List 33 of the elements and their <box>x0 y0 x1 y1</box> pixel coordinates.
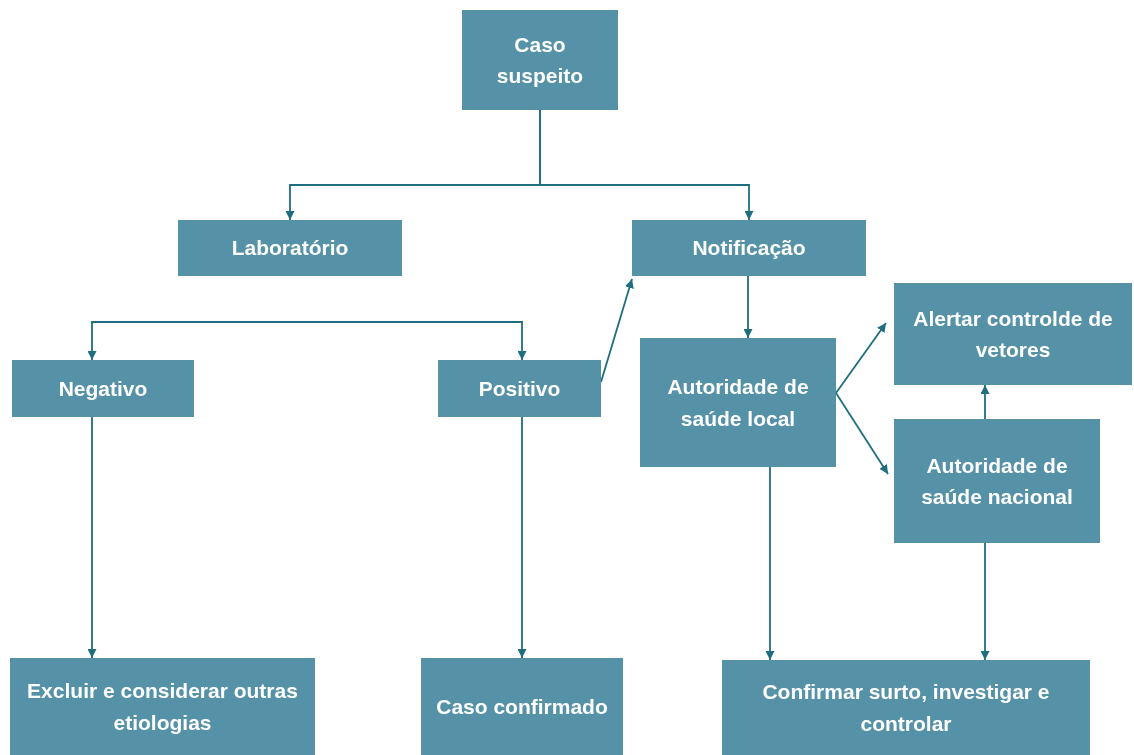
box-label: Autoridade de saúde local <box>666 374 810 432</box>
arrow <box>980 542 990 661</box>
arrow <box>87 321 308 361</box>
process-box <box>894 283 1132 385</box>
arrow <box>87 416 97 659</box>
arrow <box>835 322 887 394</box>
arrow <box>980 384 990 420</box>
box-label: Alertar controlde de vetores <box>912 305 1114 363</box>
process-box <box>178 220 402 276</box>
process-box <box>12 360 194 417</box>
box-label: Negativo <box>58 375 148 402</box>
box-label: Notificação <box>692 235 806 262</box>
box-label: Autoridade de saúde nacional <box>920 452 1074 510</box>
arrow <box>306 321 527 361</box>
arrow <box>765 466 775 661</box>
box-label: Laboratório <box>231 235 349 262</box>
process-box <box>894 419 1100 543</box>
box-label: Excluir e considerar outras etiologias <box>26 678 299 736</box>
process-box <box>10 658 315 755</box>
arrow <box>835 392 889 475</box>
process-box <box>632 220 866 276</box>
box-label: Positivo <box>478 375 561 402</box>
arrow <box>743 275 753 339</box>
process-box <box>722 660 1090 755</box>
box-label: Caso suspeito <box>495 31 585 89</box>
arrow <box>517 416 527 659</box>
box-label: Caso confirmado <box>436 693 608 720</box>
process-box <box>438 360 601 417</box>
process-box <box>421 658 623 755</box>
process-box <box>462 10 618 110</box>
box-label: Confirmar surto, investigar e controlar <box>761 679 1051 737</box>
arrow <box>539 109 754 221</box>
process-box <box>640 338 836 467</box>
